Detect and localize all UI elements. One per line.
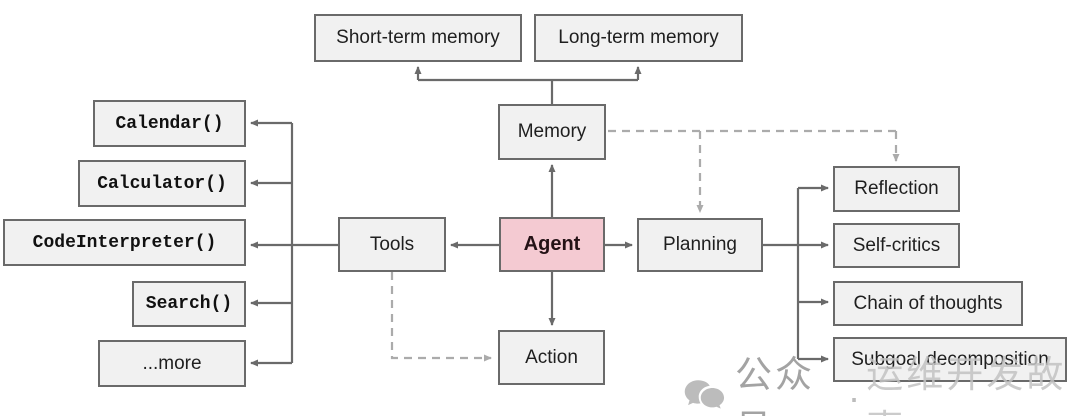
- node-self-critics: Self-critics: [833, 223, 960, 268]
- node-short-term-memory: Short-term memory: [314, 14, 522, 62]
- node-long-term-memory: Long-term memory: [534, 14, 743, 62]
- node-calendar: Calendar(): [93, 100, 246, 147]
- node-memory: Memory: [498, 104, 606, 160]
- node-reflection: Reflection: [833, 166, 960, 212]
- node-action: Action: [498, 330, 605, 385]
- edge-memory-split: [418, 78, 638, 104]
- node-subgoal-decomposition: Subgoal decomposition: [833, 337, 1067, 382]
- node-search: Search(): [132, 281, 246, 327]
- node-code-interpreter: CodeInterpreter(): [3, 219, 246, 266]
- node-agent: Agent: [499, 217, 605, 272]
- edge-tools-action-dashed: [390, 272, 492, 362]
- node-tools: Tools: [338, 217, 446, 272]
- node-planning: Planning: [637, 218, 763, 272]
- node-more: ...more: [98, 340, 246, 387]
- node-calculator: Calculator(): [78, 160, 246, 207]
- node-chain-of-thoughts: Chain of thoughts: [833, 281, 1023, 326]
